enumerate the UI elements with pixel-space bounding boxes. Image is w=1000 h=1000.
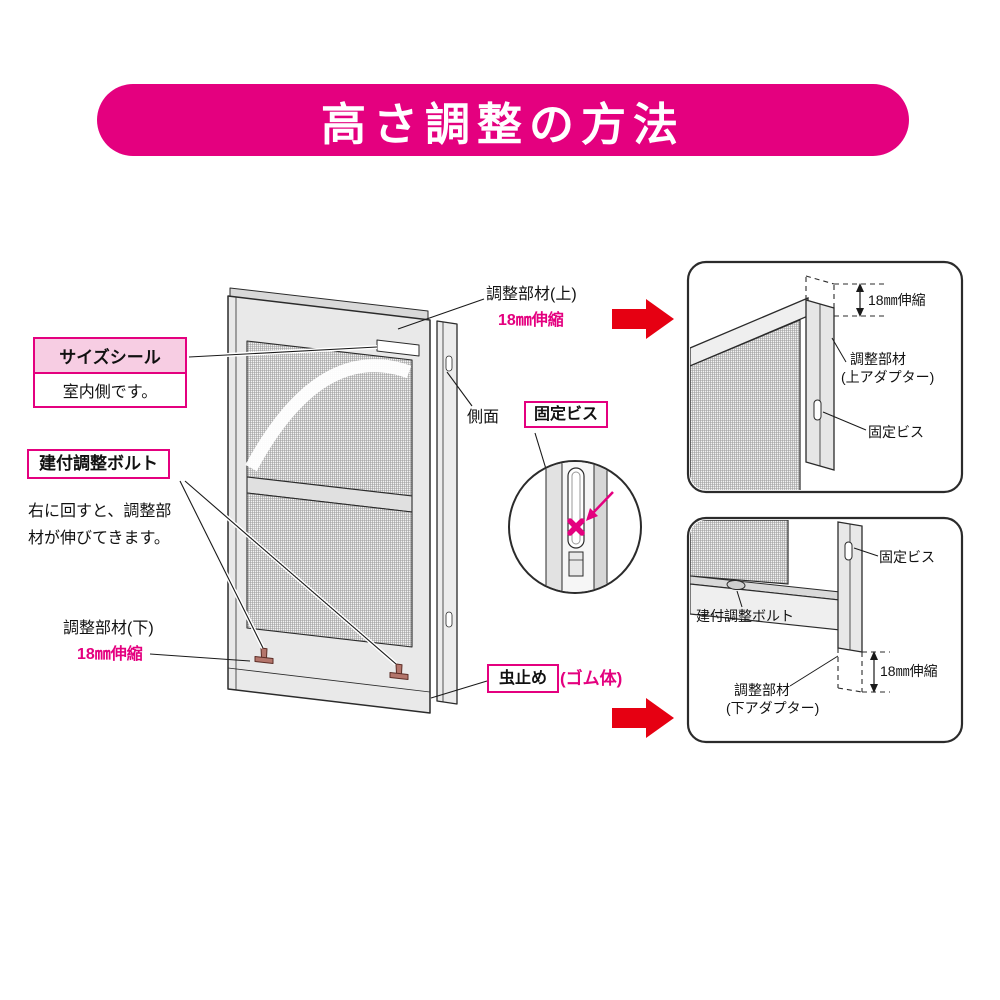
mushidome-callout: 虫止め — [487, 664, 560, 694]
adjust-lower-label: 調整部材(下) — [63, 620, 154, 637]
adjust-upper-mm: 18㎜伸縮 — [498, 312, 564, 329]
red-arrow-top-icon — [612, 299, 674, 339]
panel-top-adapter-line2: (上アダプター) — [841, 369, 935, 385]
panel-top-mm: 18㎜伸縮 — [868, 292, 926, 308]
leader-lines — [149, 298, 547, 699]
adjust-bolt-icon — [254, 647, 409, 680]
main-door-drawing — [227, 287, 458, 714]
gomutai-label: (ゴム体) — [560, 669, 623, 688]
panel-bottom-adapter-line1: 調整部材 — [734, 682, 790, 698]
fixing-screw-callout: 固定ビス — [524, 401, 609, 429]
pointer-arrow-icon — [586, 491, 614, 521]
top-detail-panel-drawing — [686, 260, 964, 494]
panel-top-adapter-line1: 調整部材 — [850, 351, 906, 367]
bolt-note-line2: 材が伸びてきます。 — [28, 530, 170, 547]
panel-bottom-adapter-line2: (下アダプター) — [726, 700, 820, 716]
adjust-lower-mm: 18㎜伸縮 — [77, 646, 143, 663]
adjust-upper-label: 調整部材(上) — [486, 286, 577, 303]
red-arrow-bottom-icon — [612, 698, 674, 738]
size-seal-label: サイズシール — [35, 339, 185, 374]
side-face-label: 側面 — [467, 409, 500, 426]
panel-top-screw: 固定ビス — [868, 424, 924, 440]
size-seal-note: 室内側です。 — [35, 374, 185, 406]
bottom-detail-panel-drawing — [686, 516, 964, 744]
size-seal-callout: サイズシール 室内側です。 — [33, 337, 187, 408]
panel-bottom-mm: 18㎜伸縮 — [880, 663, 938, 679]
tatetsuke-bolt-callout: 建付調整ボルト — [27, 449, 170, 480]
adjust-bolt-oval — [726, 579, 746, 591]
panel-bottom-bolt: 建付調整ボルト — [696, 608, 794, 624]
page-title: 高さ調整の方法 — [97, 84, 909, 156]
phillips-screw-icon — [567, 518, 585, 536]
bolt-note-line1: 右に回すと、調整部 — [28, 503, 172, 520]
panel-bottom-screw: 固定ビス — [879, 549, 935, 565]
circle-detail-drawing — [508, 460, 642, 594]
